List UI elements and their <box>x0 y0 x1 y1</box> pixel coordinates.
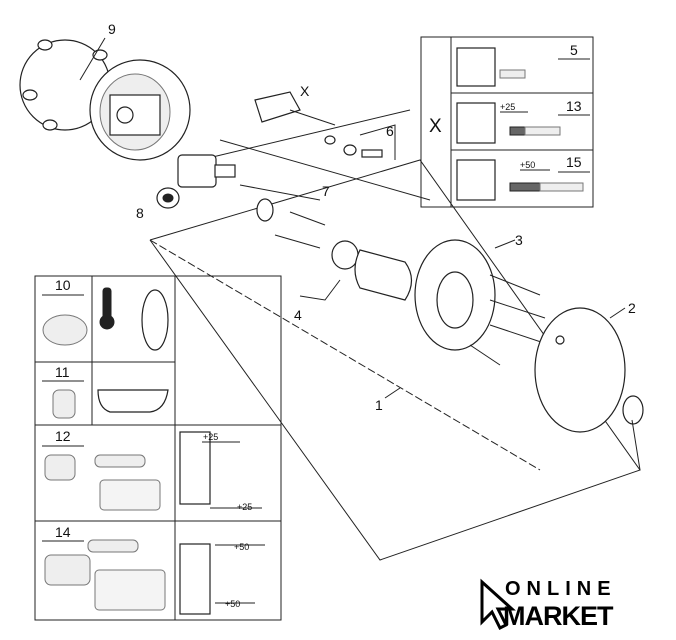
extension-letter: X <box>429 116 442 137</box>
extension-options-box: X 5 +25 13 +50 15 <box>420 36 594 208</box>
part-4-sleeve <box>299 240 413 301</box>
logo-line-2: MARKET <box>503 601 614 631</box>
callout-3: 3 <box>515 232 523 248</box>
accessory-12-label: 12 <box>55 428 71 444</box>
part-8-nut <box>156 187 180 209</box>
callout-4: 4 <box>294 307 302 323</box>
cartridge <box>177 154 236 188</box>
extension-row-5-part: 5 <box>570 42 578 58</box>
mixer-body <box>89 59 191 161</box>
accessory-14-label: 14 <box>55 524 71 540</box>
extension-row-15-dim: +50 <box>520 160 535 170</box>
part-7-ring-screws <box>239 184 326 249</box>
callout-1: 1 <box>375 397 383 413</box>
accessory-14-dim-bottom: +50 <box>225 599 240 609</box>
online-market-logo: ONLINE MARKET <box>480 578 617 631</box>
cursor-logo-icon <box>480 578 516 631</box>
part-6-screws <box>324 124 396 160</box>
callout-6: 6 <box>386 123 394 139</box>
callout-2: 2 <box>628 300 636 316</box>
callout-8: 8 <box>136 205 144 221</box>
accessory-14-dim-top: +50 <box>234 542 249 552</box>
accessory-12-dim-top: +25 <box>203 432 218 442</box>
extension-row-15-part: 15 <box>566 154 582 170</box>
callout-x: X <box>300 83 310 99</box>
callout-7: 7 <box>322 183 330 199</box>
callout-9: 9 <box>108 21 116 37</box>
accessory-panel: 10 11 12 +25 +25 14 +50 +50 <box>34 275 282 621</box>
part-3-mounting-plate <box>414 239 551 366</box>
spindle-x <box>254 91 336 126</box>
extension-row-13-dim: +25 <box>500 102 515 112</box>
part-2-cover-plate <box>534 307 644 471</box>
logo-line-1: ONLINE <box>505 578 617 600</box>
extension-row-13-part: 13 <box>566 98 582 114</box>
accessory-12-dim-bottom: +25 <box>237 502 252 512</box>
accessory-10-label: 10 <box>55 277 71 293</box>
part-9-seal-ring <box>19 37 111 131</box>
accessory-11-label: 11 <box>55 364 70 380</box>
